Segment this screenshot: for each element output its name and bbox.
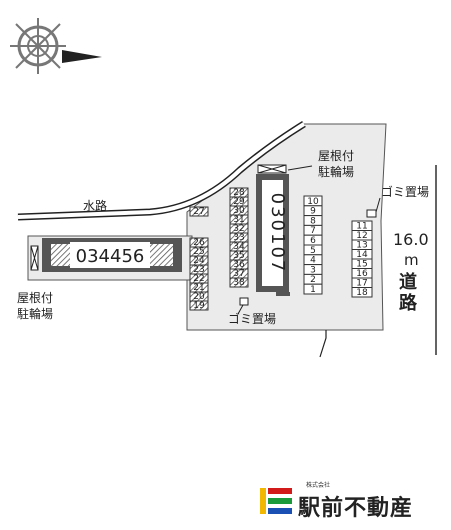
road-width-label: 16.0 bbox=[393, 230, 429, 249]
parking-right-stall-label: 18 bbox=[356, 288, 368, 298]
parking-left-stall-label: 31 bbox=[233, 215, 244, 225]
garbage-box-top bbox=[366, 209, 377, 218]
bike-shed-top-label-2: 駐輪場 bbox=[318, 164, 354, 179]
parking-far-left-stall-label: 22 bbox=[193, 274, 204, 284]
parking-mid-stall-label: 2 bbox=[310, 275, 316, 285]
parking-mid-stall-label: 1 bbox=[310, 285, 316, 295]
parking-left-stall-label: 38 bbox=[233, 278, 245, 288]
parking-mid-stall-label: 4 bbox=[310, 256, 316, 266]
road-unit-label: m bbox=[404, 251, 419, 269]
parking-far-left-stall bbox=[189, 300, 209, 311]
parking-right-stall bbox=[351, 287, 373, 298]
parking-right-stall-label: 16 bbox=[356, 269, 368, 279]
parking-far-left-stall-label: 23 bbox=[193, 265, 204, 275]
bike-shed-top-label-1: 屋根付 bbox=[318, 149, 354, 163]
parking-mid-stall bbox=[303, 283, 323, 295]
logo-small-label: 株式会社 bbox=[306, 482, 331, 489]
parking-right-stall-label: 11 bbox=[356, 222, 367, 232]
parking-left-stall-label: 32 bbox=[233, 224, 244, 234]
parking-right-stall-label: 15 bbox=[356, 260, 367, 270]
parking-left-stall-label: 37 bbox=[233, 269, 244, 279]
garbage-bottom-label: ゴミ置場 bbox=[228, 311, 276, 326]
garbage-top-label: ゴミ置場 bbox=[381, 184, 429, 199]
building-right-label: 030107 bbox=[267, 193, 288, 274]
parking-far-left-stall-label: 19 bbox=[193, 301, 205, 311]
bike-shed-left-label-2: 駐輪場 bbox=[17, 306, 53, 321]
bike-shed-left-label-1: 屋根付 bbox=[17, 291, 53, 305]
compass-icon bbox=[10, 18, 102, 74]
company-logo: 株式会社 駅前不動産 bbox=[258, 482, 438, 521]
parking-mid-stall-label: 10 bbox=[307, 197, 319, 207]
parking-left-stall-label: 30 bbox=[233, 206, 245, 216]
parking-far-left-stall-label: 24 bbox=[193, 256, 205, 266]
parking-mid-stall-label: 5 bbox=[310, 246, 316, 256]
parking-solo-stall-label: 27 bbox=[193, 207, 204, 217]
road-name-1: 道 bbox=[399, 272, 417, 293]
logo-mark-icon bbox=[260, 488, 292, 514]
road-name-2: 路 bbox=[399, 293, 417, 314]
parking-far-left-stall-label: 25 bbox=[193, 247, 204, 257]
parking-mid-stall-label: 7 bbox=[310, 226, 316, 236]
parking-mid-stall-label: 9 bbox=[310, 207, 316, 217]
parking-right-stall-label: 12 bbox=[356, 231, 367, 241]
building-left-label: 034456 bbox=[76, 246, 145, 267]
water-label: 水路 bbox=[83, 198, 107, 213]
parking-left-stall-label: 35 bbox=[233, 251, 244, 261]
parking-left-stall-label: 36 bbox=[233, 260, 245, 270]
parking-left-stall-label: 29 bbox=[233, 197, 245, 207]
bike-shed-top bbox=[257, 164, 287, 174]
parking-right-stall-label: 13 bbox=[356, 241, 367, 251]
parking-mid-stall-label: 3 bbox=[310, 265, 316, 275]
garbage-box-bottom bbox=[239, 297, 249, 306]
logo-name: 駅前不動産 bbox=[298, 496, 414, 521]
parking-right-stall-label: 14 bbox=[356, 250, 368, 260]
parking-mid-stall-label: 8 bbox=[310, 216, 316, 226]
parking-far-left-stall-label: 21 bbox=[193, 283, 204, 293]
parking-right-stall-label: 17 bbox=[356, 279, 367, 289]
bike-shed-left bbox=[30, 245, 39, 271]
driveway-line bbox=[319, 330, 327, 358]
parking-left-stall-label: 34 bbox=[233, 242, 245, 252]
parking-left-stall-label: 28 bbox=[233, 188, 245, 198]
parking-far-left-stall-label: 26 bbox=[193, 238, 205, 248]
parking-mid-stall-label: 6 bbox=[310, 236, 316, 246]
parking-left-stall bbox=[229, 277, 249, 288]
parking-solo-stall bbox=[189, 206, 209, 217]
parking-left-stall-label: 33 bbox=[233, 233, 244, 243]
parking-far-left-stall-label: 20 bbox=[193, 292, 205, 302]
